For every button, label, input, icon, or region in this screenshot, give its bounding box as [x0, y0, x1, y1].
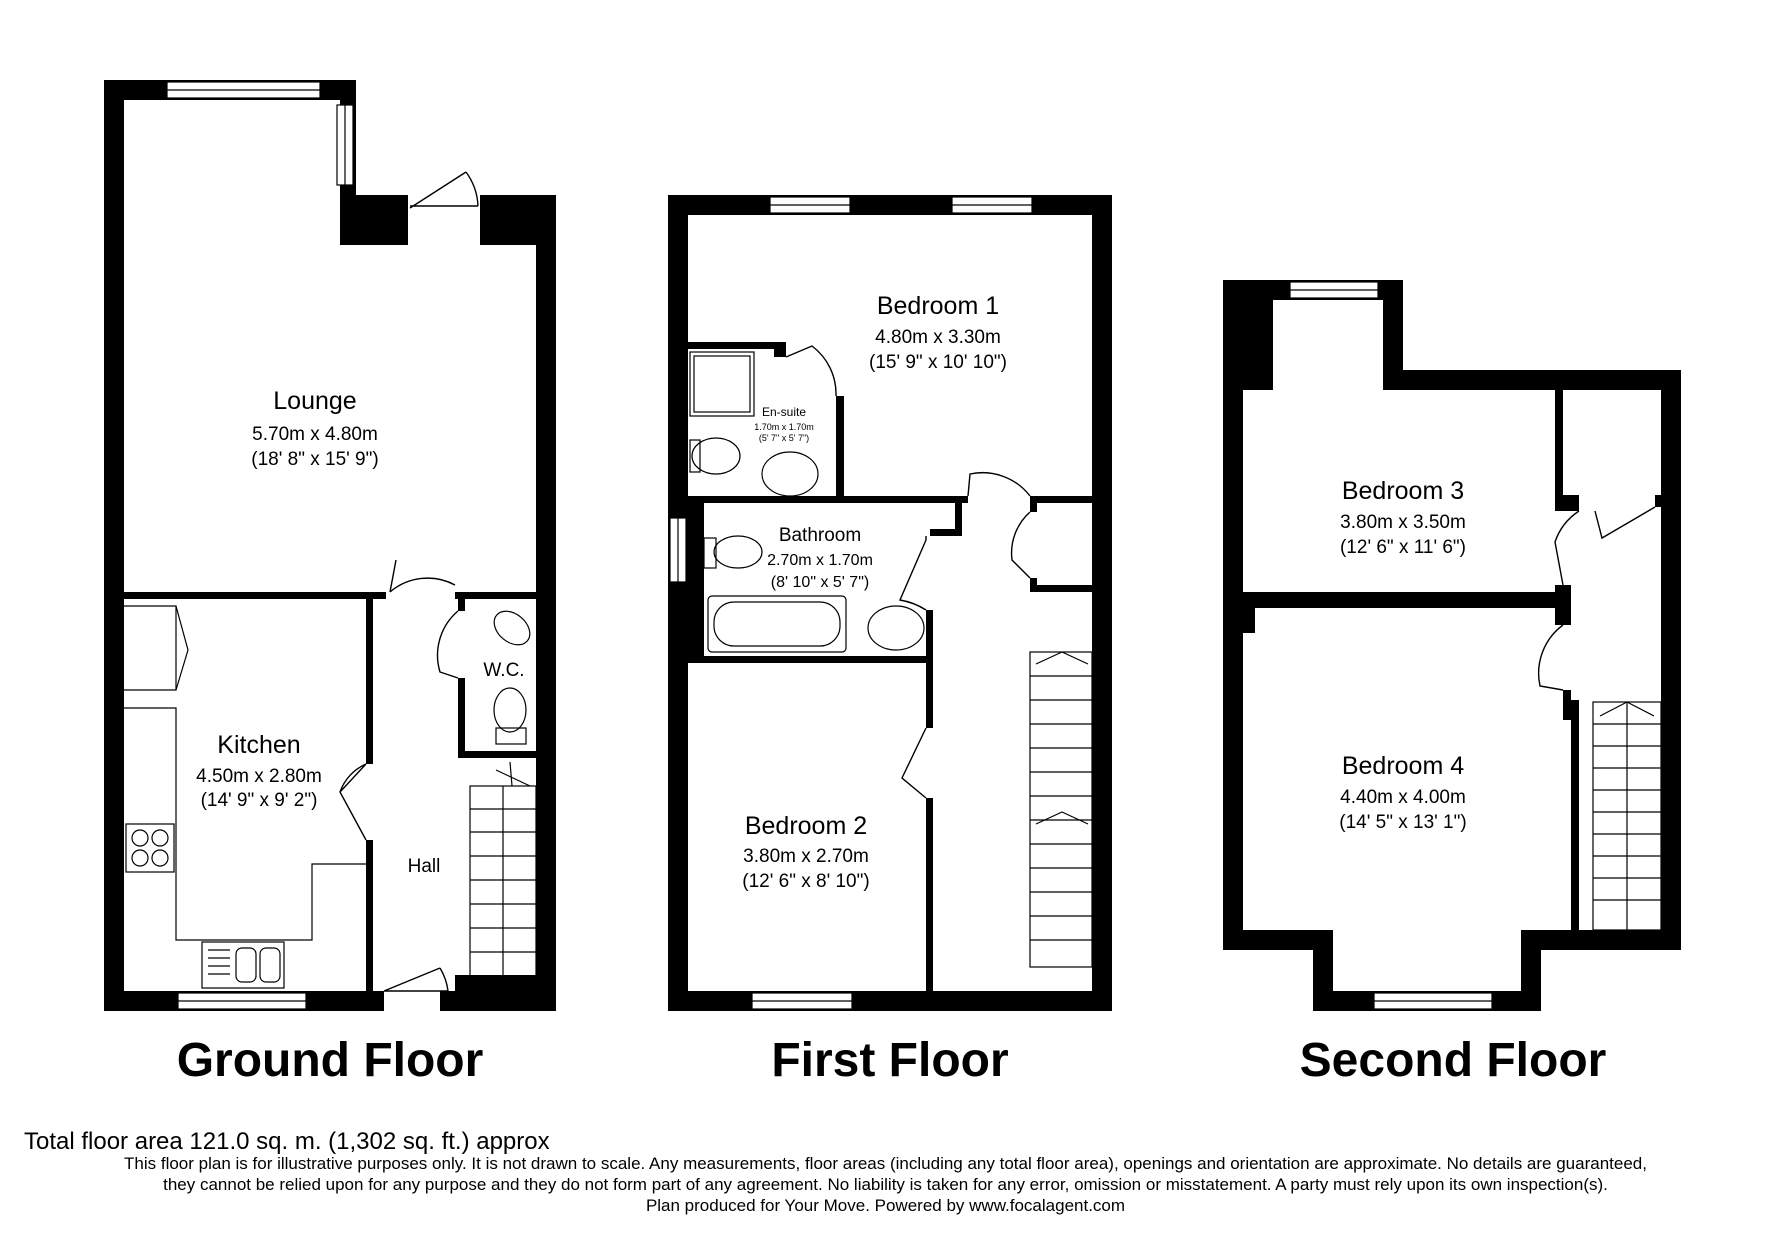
toilet-icon — [493, 687, 527, 733]
shower-icon — [689, 351, 755, 417]
bedroom3-imperial: (12' 6" x 11' 6") — [1340, 537, 1466, 558]
second-floor-title: Second Floor — [1299, 1034, 1607, 1087]
door-icon — [1554, 510, 1580, 586]
door-icon — [339, 763, 367, 841]
door-icon — [785, 345, 837, 397]
basin-icon — [493, 610, 531, 646]
door-icon — [901, 727, 927, 799]
bedroom2-imperial: (12' 6" x 8' 10") — [742, 871, 869, 892]
bedroom2-metric: 3.80m x 2.70m — [743, 846, 869, 867]
first-floor-title: First Floor — [771, 1034, 1009, 1087]
toilet-icon — [691, 437, 741, 475]
basin-icon — [761, 451, 819, 497]
toilet-icon — [713, 535, 763, 569]
kitchen-worktop — [124, 707, 366, 941]
first-floor-plan: Bedroom 1 4.80m x 3.30m (15' 9" x 10' 10… — [668, 195, 1112, 1011]
door-icon — [436, 610, 459, 679]
second-stairs — [1592, 701, 1662, 931]
sink-icon — [201, 941, 285, 989]
door-icon — [409, 171, 479, 209]
ensuite-imperial: (5' 7" x 5' 7") — [759, 433, 809, 443]
bathroom-imperial: (8' 10" x 5' 7") — [771, 574, 869, 591]
door-icon — [1594, 506, 1656, 540]
first-stairs — [1029, 651, 1093, 968]
bathroom-name: Bathroom — [779, 525, 861, 546]
ensuite-metric: 1.70m x 1.70m — [754, 422, 814, 432]
wc-name: W.C. — [483, 660, 524, 681]
door-icon — [899, 536, 927, 611]
kitchen-imperial: (14' 9" x 9' 2") — [201, 790, 318, 811]
bedroom2-name: Bedroom 2 — [745, 812, 867, 840]
ground-floor-plan: Lounge 5.70m x 4.80m (18' 8" x 15' 9") K… — [104, 80, 556, 1011]
lounge-name: Lounge — [273, 387, 356, 415]
bathroom-metric: 2.70m x 1.70m — [767, 552, 873, 569]
ground-floor-title: Ground Floor — [176, 1034, 484, 1087]
ensuite-name: En-suite — [762, 405, 806, 419]
kitchen-metric: 4.50m x 2.80m — [196, 766, 322, 787]
lounge-imperial: (18' 8" x 15' 9") — [251, 449, 378, 470]
bedroom1-imperial: (15' 9" x 10' 10") — [869, 352, 1007, 373]
bedroom3-metric: 3.80m x 3.50m — [1340, 512, 1466, 533]
bedroom1-name: Bedroom 1 — [877, 292, 999, 320]
second-floor-plan: Bedroom 3 3.80m x 3.50m (12' 6" x 11' 6"… — [1223, 280, 1681, 1011]
bath-icon — [707, 595, 847, 653]
basin-icon — [867, 605, 925, 651]
lounge-metric: 5.70m x 4.80m — [252, 424, 378, 445]
door-icon — [389, 559, 456, 593]
bedroom4-metric: 4.40m x 4.00m — [1340, 787, 1466, 808]
hob-icon — [125, 823, 175, 873]
credit-line: Plan produced for Your Move. Powered by … — [645, 1196, 1126, 1215]
door-icon — [1537, 624, 1564, 691]
door-icon — [383, 967, 449, 992]
bedroom4-imperial: (14' 5" x 13' 1") — [1339, 812, 1466, 833]
ground-stairs — [469, 761, 537, 977]
kitchen-name: Kitchen — [217, 731, 300, 759]
bedroom4-name: Bedroom 4 — [1342, 752, 1464, 780]
total-floor-area: Total floor area 121.0 sq. m. (1,302 sq.… — [24, 1128, 550, 1155]
disclaimer-line-2: they cannot be relied upon for any purpo… — [163, 1175, 1608, 1194]
hall-name: Hall — [408, 856, 441, 877]
kitchen-cupboard — [124, 605, 177, 691]
door-icon — [967, 471, 1031, 497]
bedroom1-metric: 4.80m x 3.30m — [875, 327, 1001, 348]
disclaimer-line-1: This floor plan is for illustrative purp… — [124, 1154, 1647, 1173]
bedroom3-name: Bedroom 3 — [1342, 477, 1464, 505]
disclaimer: This floor plan is for illustrative purp… — [20, 1153, 1751, 1216]
door-icon — [1010, 511, 1031, 579]
